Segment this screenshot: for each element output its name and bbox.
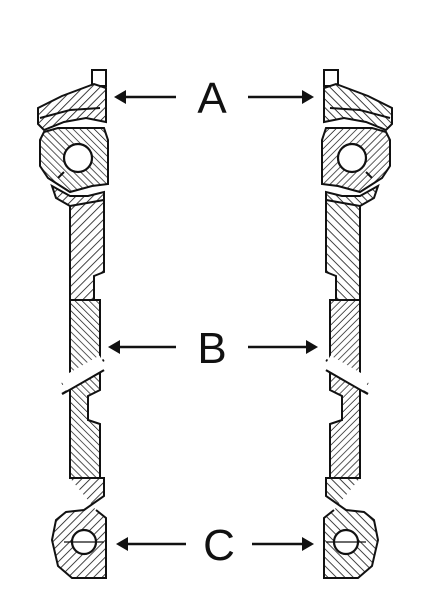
right-steerer-upper [325,198,361,301]
right-head-tube [329,299,361,479]
right-headset-assembly [321,69,393,579]
label-b: B [197,324,226,373]
right-upper-bearing-ball [336,142,368,174]
right-lower-race [323,477,380,579]
left-headset-assembly [37,69,109,579]
label-a: A [197,74,227,123]
left-top-cup [37,82,107,132]
right-top-locknut [323,69,339,87]
left-head-tube [69,299,101,479]
label-c: C [203,521,235,570]
left-steerer-upper [69,198,105,301]
left-top-locknut [91,69,107,87]
left-lower-race [50,477,107,579]
right-top-cup [323,82,393,132]
left-upper-bearing-ball [62,142,94,174]
callout-arrows [108,90,318,551]
